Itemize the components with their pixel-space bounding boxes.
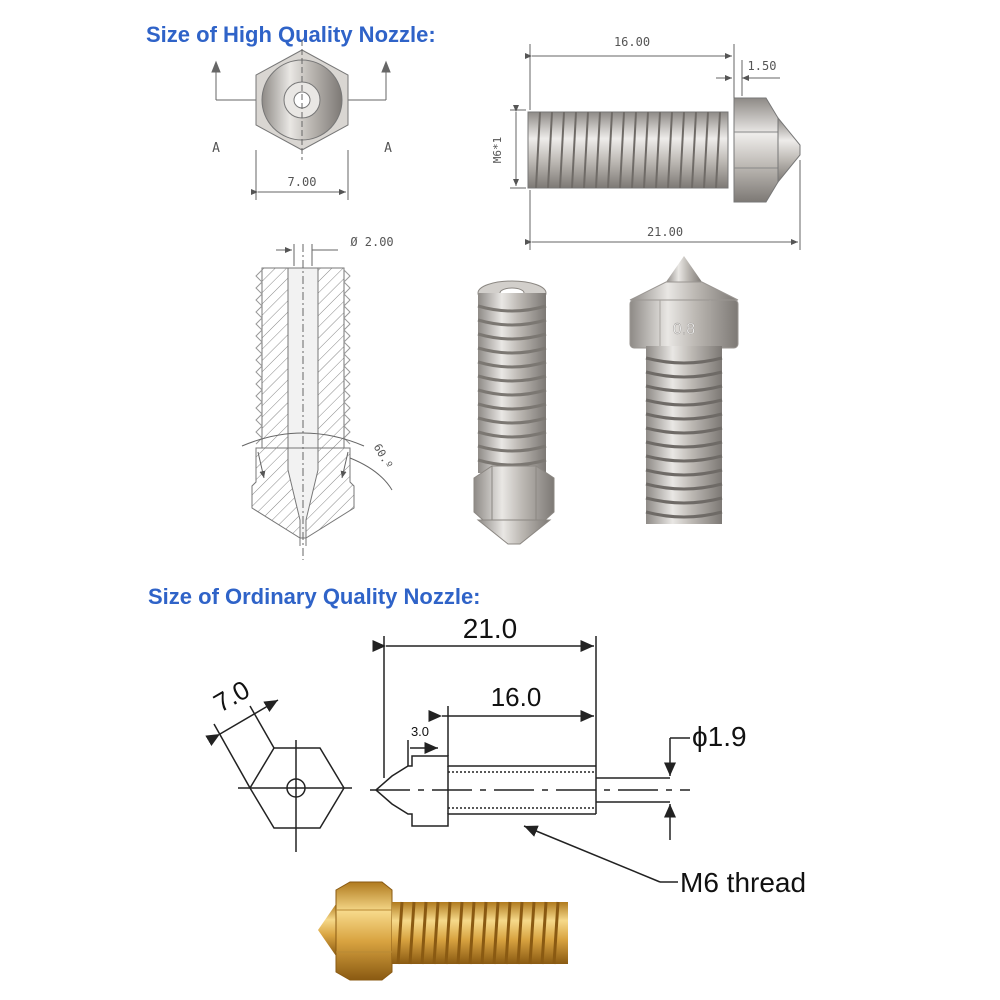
oq-thread-length-dim: 16.0 — [491, 682, 542, 712]
high-quality-heading: Size of High Quality Nozzle: — [146, 22, 436, 47]
hq-thread-dim: M6*1 — [491, 137, 504, 164]
oq-photo-brass-nozzle — [318, 881, 568, 981]
hq-front-view — [211, 40, 391, 200]
hq-hex-dim: 1.50 — [748, 59, 777, 73]
hq-side-view — [527, 97, 801, 203]
oq-side-view — [370, 636, 690, 883]
hq-section-label-left: A — [212, 141, 220, 156]
oq-thread-callout: M6 thread — [680, 867, 806, 898]
oq-tip-dim: 3.0 — [411, 724, 429, 739]
hq-bore-dim: Ø 2.00 — [350, 235, 393, 249]
hq-angle-dim: 60.º — [371, 442, 396, 471]
hq-photo-size-label: 0.8 — [673, 321, 695, 338]
ordinary-quality-heading: Size of Ordinary Quality Nozzle: — [148, 584, 481, 609]
hq-front-width-dim: 7.00 — [288, 175, 317, 189]
oq-total-dim: 21.0 — [463, 613, 518, 644]
oq-bore-dim: ϕ1.9 — [692, 721, 747, 752]
hq-photo-upright-nozzle — [473, 280, 555, 545]
hq-total-dim: 21.00 — [647, 225, 683, 239]
hq-section-label-right: A — [384, 141, 392, 156]
oq-hex-view — [205, 699, 352, 852]
hq-length-dim: 16.00 — [614, 35, 650, 49]
hq-section-dimensions — [241, 244, 393, 560]
hq-side-dimensions — [510, 44, 801, 250]
hq-photo-tipup-nozzle — [629, 256, 739, 524]
oq-hex-dim: 7.0 — [208, 674, 254, 718]
hq-section-view — [251, 267, 355, 546]
